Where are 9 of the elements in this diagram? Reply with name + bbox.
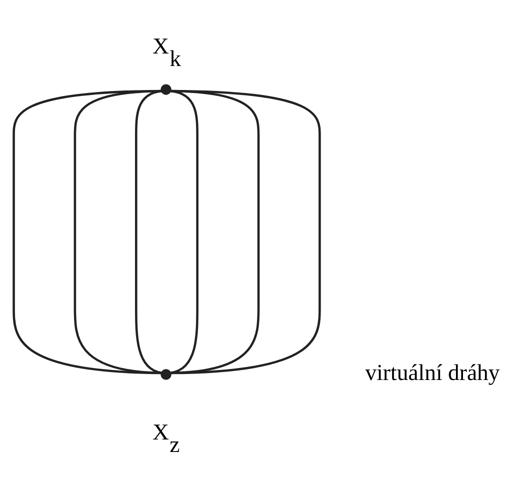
connector (12, 90, 162, 374)
connector (135, 90, 162, 374)
node-circle (160, 369, 172, 380)
connector (74, 90, 162, 374)
connector (170, 90, 198, 374)
label: virtuální dráhy (365, 360, 500, 385)
node-circle (160, 84, 172, 95)
connector (170, 90, 260, 374)
connector (170, 90, 321, 374)
